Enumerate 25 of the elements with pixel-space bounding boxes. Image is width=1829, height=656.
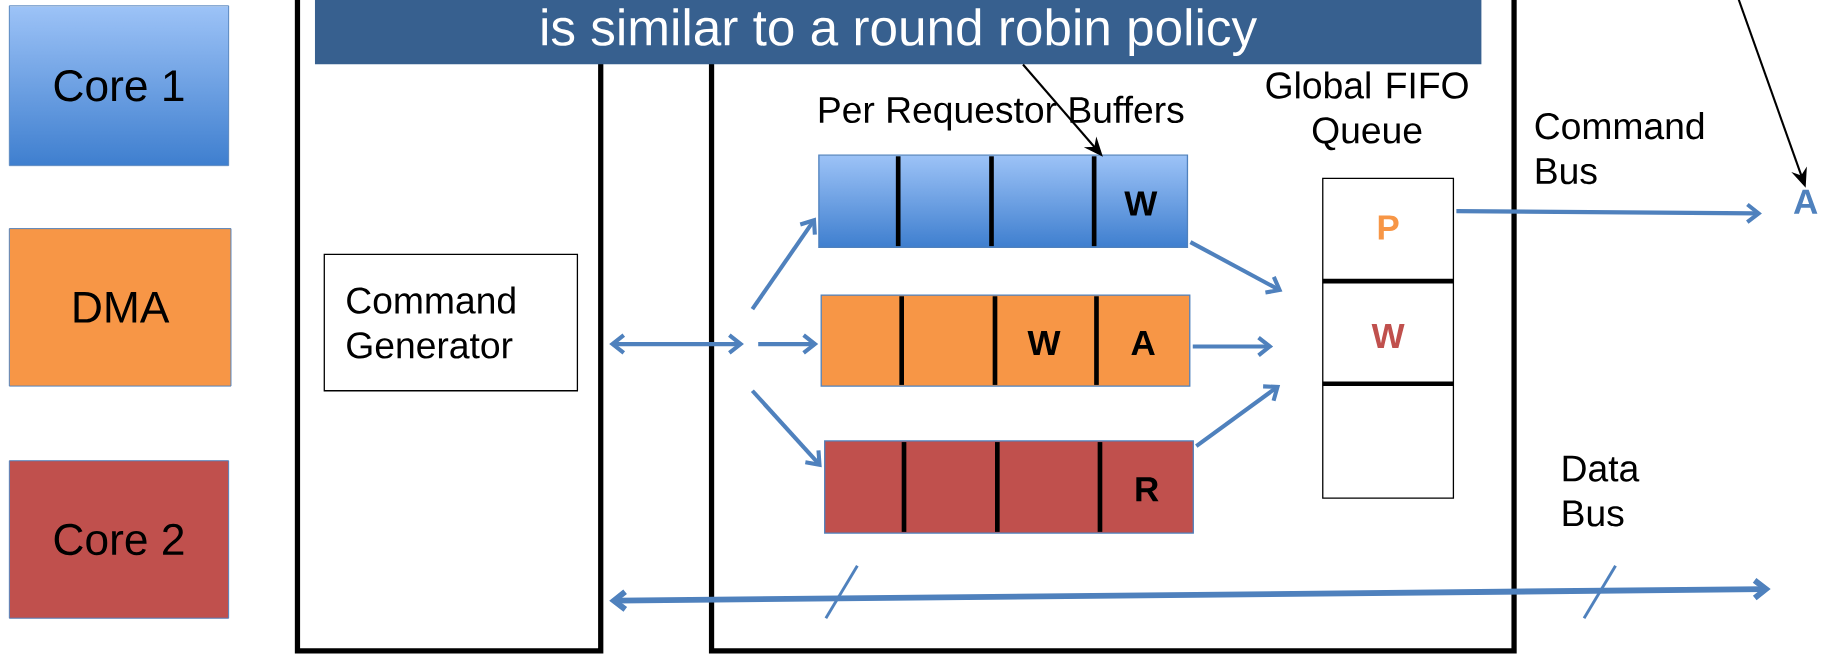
banner: is similar to a round robin policy: [314, 0, 1482, 65]
request-letter: W: [1027, 331, 1061, 356]
bus-arrow: [1195, 384, 1281, 448]
core-box: Core 2: [8, 460, 230, 619]
queue-heading: Global FIFO Queue: [1266, 71, 1468, 151]
request-letter: W: [1371, 324, 1405, 349]
bus-arrow: [758, 333, 819, 355]
request-letter: W: [1124, 191, 1158, 216]
edge-label: Data Bus: [1563, 455, 1640, 527]
bus-arrow: [609, 333, 744, 355]
bus-arrow: [750, 389, 822, 468]
generator-box: Command Generator: [323, 253, 579, 392]
bus-arrow: [609, 578, 1771, 612]
heading-text: Per Requestor Buffers: [819, 96, 1184, 131]
request-letter: P: [1378, 215, 1399, 240]
core-box: DMA: [8, 228, 232, 387]
edge-label: Command Bus: [1535, 112, 1704, 185]
core-box: Core 1: [8, 5, 230, 167]
bus-arrow: [1189, 240, 1283, 295]
bus-target-letter: A: [1793, 190, 1818, 215]
request-letter: R: [1136, 477, 1159, 502]
bus-arrow: [750, 217, 817, 311]
bus-arrow: [1456, 203, 1762, 225]
bus-arrow: [1192, 336, 1274, 358]
request-letter: A: [1131, 331, 1155, 356]
